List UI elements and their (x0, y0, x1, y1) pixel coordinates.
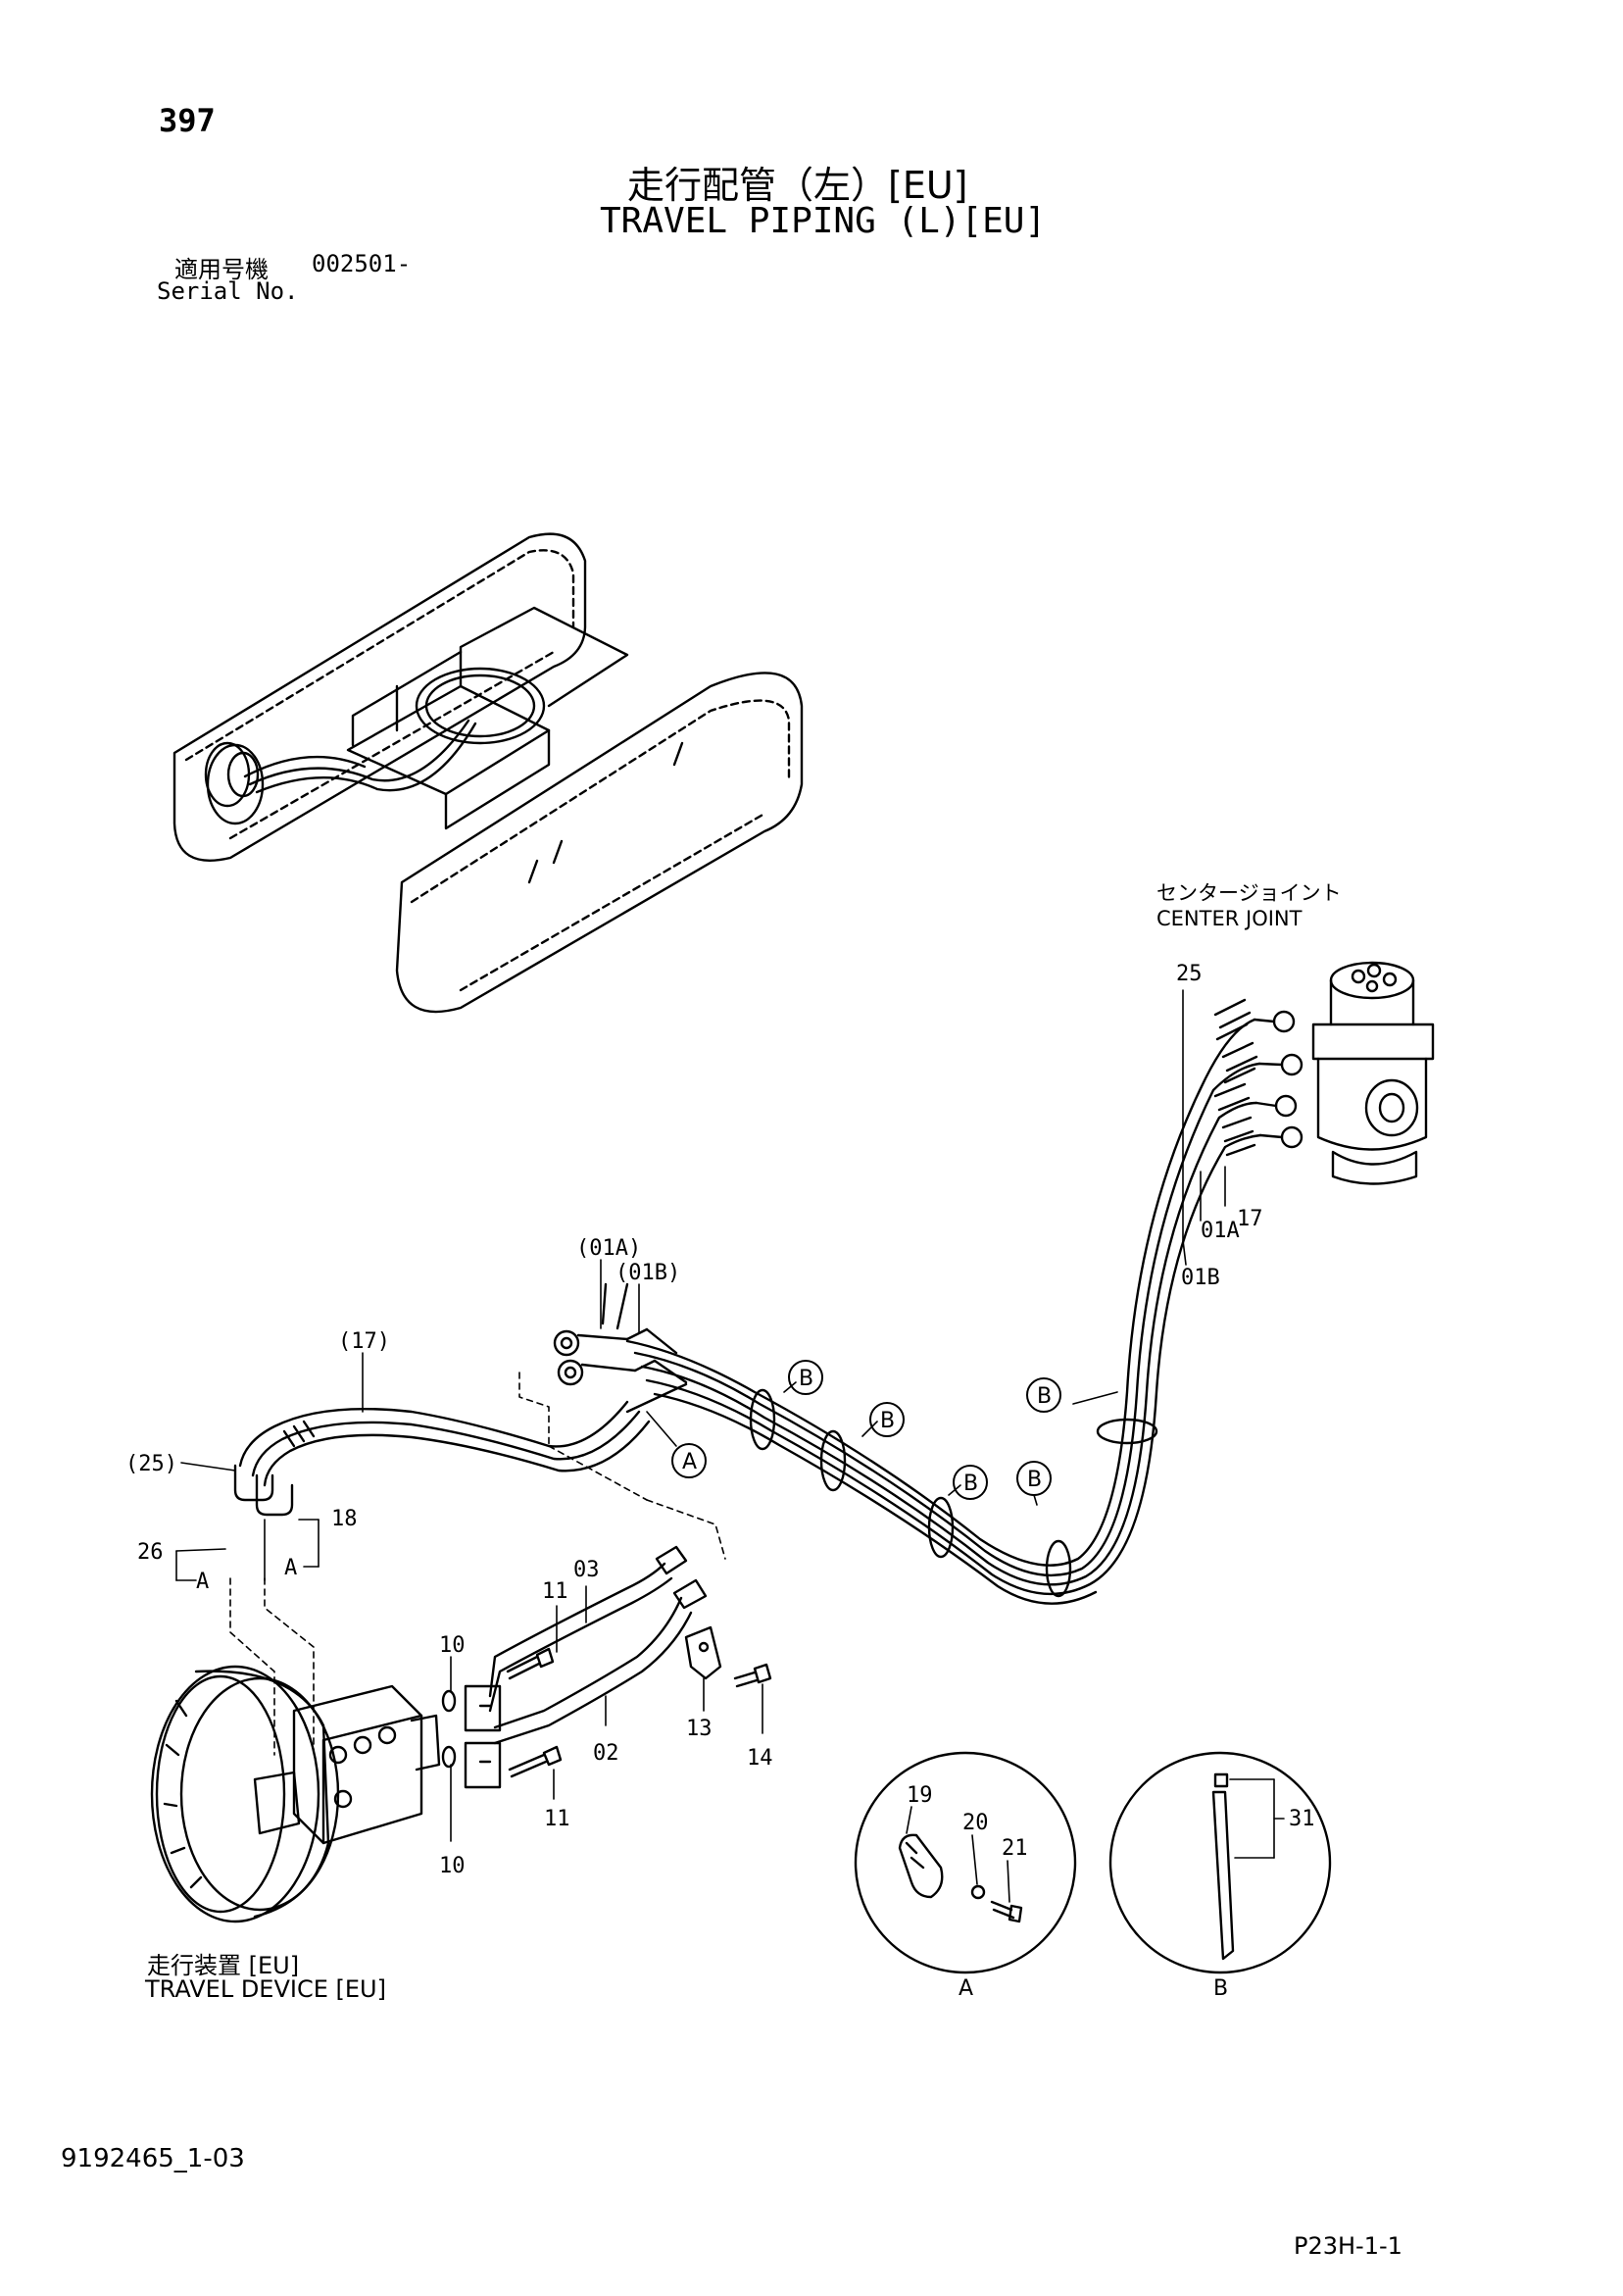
part-label-19: 19 (907, 1783, 933, 1808)
callout-b-2: B (880, 1409, 895, 1433)
travel-device-label-english: TRAVEL DEVICE [EU] (145, 1975, 386, 2003)
part-label-10-bottom: 10 (439, 1854, 466, 1878)
steel-pipes (441, 1545, 772, 1789)
serial-label-english: Serial No. (157, 277, 299, 305)
travel-motor (150, 1665, 441, 1923)
part-label-17-paren: (17) (338, 1329, 390, 1354)
callout-bubbles (671, 1360, 1061, 1500)
part-number-labels: 25 01A 17 01B (01A) (01B) (17) (25) 26 1… (125, 962, 1315, 1878)
callout-b-3: B (963, 1472, 978, 1496)
detail-b (1108, 1751, 1332, 1974)
part-label-31: 31 (1289, 1807, 1315, 1831)
part-label-13: 13 (686, 1717, 713, 1741)
center-joint-label-english: CENTER JOINT (1156, 907, 1303, 930)
callout-b-5: B (1037, 1384, 1052, 1409)
part-label-01a-right: 01A (1201, 1219, 1240, 1243)
title-english: TRAVEL PIPING (L)[EU] (600, 201, 1047, 241)
center-joint-label-japanese: センタージョイント (1156, 881, 1342, 905)
detail-a (854, 1751, 1077, 1974)
part-label-18: 18 (331, 1507, 358, 1531)
travel-device-label-japanese: 走行装置 [EU] (147, 1952, 300, 1979)
part-label-01b-right: 01B (1181, 1266, 1220, 1290)
callout-b-4: B (1027, 1468, 1042, 1492)
part-label-01b-paren: (01B) (615, 1261, 680, 1285)
part-label-02: 02 (593, 1741, 619, 1766)
part-label-01a-paren: (01A) (576, 1236, 641, 1261)
serial-label-japanese: 適用号機 (174, 256, 269, 283)
callout-a-pipe: A (682, 1450, 697, 1474)
part-label-25-paren: (25) (125, 1452, 177, 1476)
center-joint (1253, 961, 1435, 1185)
serial-number-value: 002501- (312, 250, 412, 277)
part-label-11-bottom: 11 (544, 1807, 570, 1831)
detail-a-caption: A (959, 1976, 973, 2001)
detail-b-caption: B (1213, 1976, 1228, 2001)
part-label-20: 20 (962, 1811, 989, 1835)
callout-b-1: B (799, 1367, 813, 1391)
part-label-21: 21 (1002, 1836, 1028, 1861)
part-label-26: 26 (137, 1540, 164, 1565)
page-code: P23H-1-1 (1294, 2232, 1402, 2260)
part-label-11-top: 11 (542, 1579, 568, 1604)
undercarriage-overview (172, 532, 804, 1014)
part-label-25-top: 25 (1176, 962, 1203, 986)
page-number: 397 (159, 102, 216, 139)
leader-lines (175, 989, 1226, 1842)
callout-letters: A B B B B B A B (682, 1367, 1228, 2001)
part-label-14: 14 (747, 1746, 773, 1771)
part-label-10-top: 10 (439, 1633, 466, 1658)
title-japanese: 走行配管（左）[EU] (627, 164, 968, 207)
detail-a-marker-left: A (196, 1570, 209, 1594)
part-label-03: 03 (573, 1558, 600, 1582)
part-label-17-right: 17 (1237, 1207, 1263, 1231)
document-number: 9192465_1-03 (61, 2144, 245, 2173)
hose-bundle (233, 998, 1262, 1605)
detail-a-marker-right: A (284, 1556, 297, 1580)
